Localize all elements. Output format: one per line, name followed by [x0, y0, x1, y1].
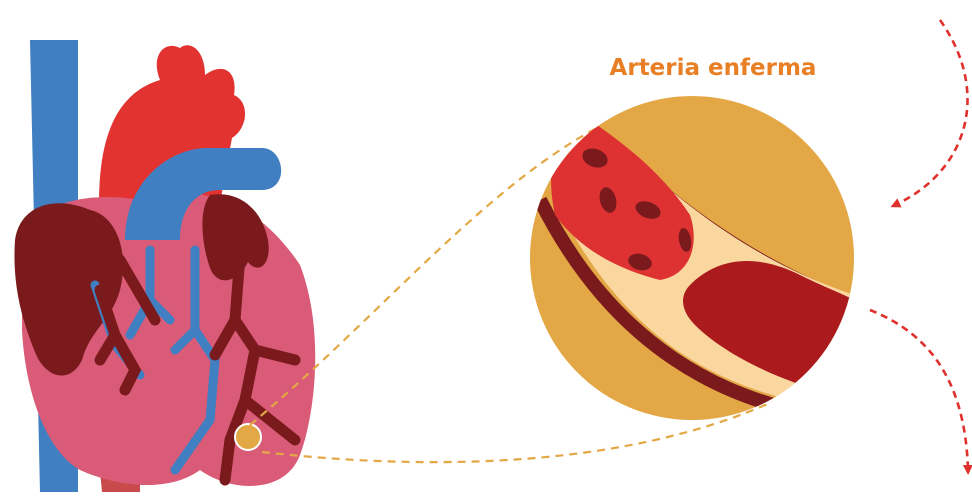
curved-arrow-bottom-icon: [870, 310, 968, 470]
heart-illustration-icon: [14, 40, 315, 492]
diseased-artery-icon: [530, 90, 870, 420]
flow-arrows: [870, 20, 968, 470]
curved-arrow-top-icon: [895, 20, 968, 205]
lesion-marker: [235, 424, 261, 450]
callout-label: Arteria enferma: [578, 55, 848, 81]
